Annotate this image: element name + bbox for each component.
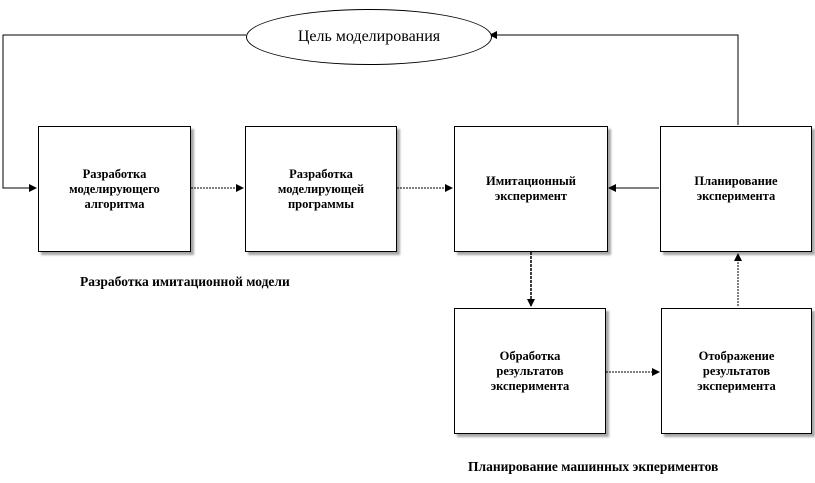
goal-ellipse: Цель моделирования: [246, 9, 492, 65]
box-program-label: Разработка моделирующей программы: [277, 166, 365, 211]
box-display-label: Отображение результатов эксперимента: [697, 348, 776, 393]
arrow-goal-to-algorithm: [2, 34, 246, 192]
arrow-planning-to-goal: [489, 31, 739, 125]
caption-model-development: Разработка имитационной модели: [80, 274, 290, 289]
box-program-development: Разработка моделирующей программы: [245, 126, 397, 252]
box-processing-label: Обработка результатов эксперимента: [490, 348, 570, 393]
box-planning-label: Планирование эксперимента: [694, 174, 778, 203]
box-algorithm-development: Разработка моделирующего алгоритма: [38, 126, 191, 252]
box-experiment-label: Имитационный эксперимент: [485, 174, 576, 203]
box-experiment-planning: Планирование эксперимента: [660, 126, 812, 252]
box-results-processing: Обработка результатов эксперимента: [454, 308, 606, 434]
box-simulation-experiment: Имитационный эксперимент: [454, 126, 608, 252]
goal-label: Цель моделирования: [297, 28, 441, 45]
caption-machine-experiments: Планирование машинных экпериментов: [468, 459, 719, 474]
box-algorithm-label: Разработка моделирующего алгоритма: [69, 166, 160, 211]
box-results-display: Отображение результатов эксперимента: [661, 308, 812, 434]
